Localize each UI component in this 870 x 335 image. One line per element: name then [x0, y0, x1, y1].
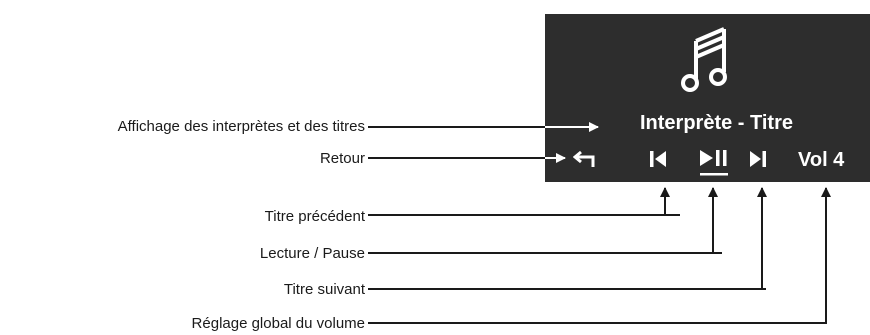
artist-title-display: Interprète - Titre	[640, 112, 793, 134]
label-back-text: Retour	[319, 150, 365, 167]
device-display-screen: Interprète - Titre Vol 4	[545, 14, 870, 182]
label-artist-title-display: Affichage des interprètes et des titres	[0, 118, 365, 138]
label-previous-track: Titre précédent	[0, 208, 365, 228]
callout-play-pause	[368, 187, 722, 254]
label-next-track-text: Titre suivant	[283, 281, 365, 298]
label-volume-text: Réglage global du volume	[191, 315, 365, 332]
label-volume: Réglage global du volume	[0, 315, 365, 335]
callout-volume	[368, 187, 831, 324]
label-next-track: Titre suivant	[0, 281, 365, 301]
label-play-pause: Lecture / Pause	[0, 245, 365, 265]
next-icon[interactable]	[748, 149, 768, 169]
callout-next-track	[368, 187, 767, 290]
previous-icon[interactable]	[648, 149, 668, 169]
label-play-pause-text: Lecture / Pause	[259, 245, 365, 262]
play-pause-icon[interactable]	[698, 148, 732, 178]
music-note-icon	[681, 27, 727, 92]
volume-display[interactable]: Vol 4	[798, 149, 845, 171]
label-back: Retour	[0, 150, 365, 170]
label-previous-track-text: Titre précédent	[264, 208, 365, 225]
callout-previous-track	[368, 187, 680, 216]
back-arrow-icon[interactable]	[573, 148, 597, 170]
label-artist-title-display-text: Affichage des interprètes et des titres	[117, 118, 365, 135]
